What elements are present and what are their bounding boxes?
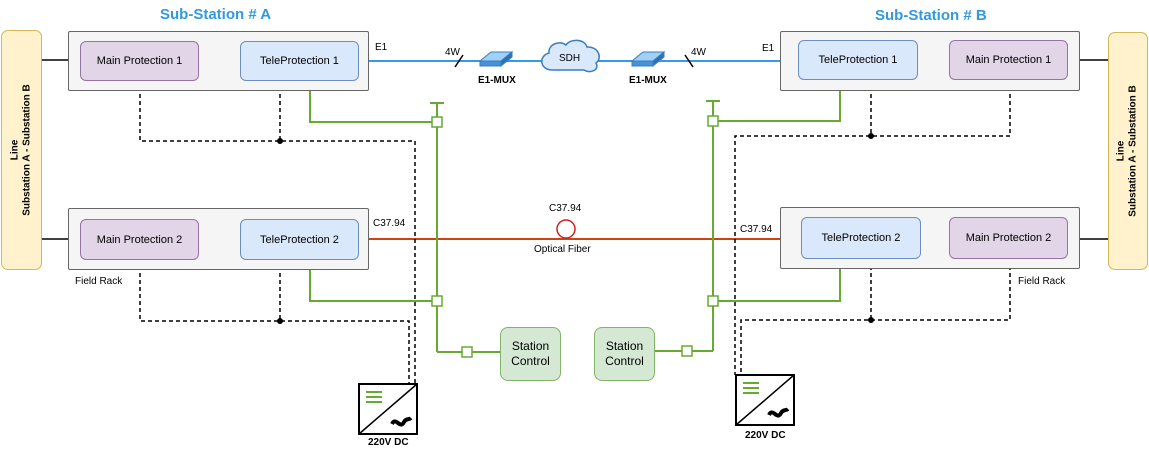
substation-a-title: Sub-Station # A xyxy=(160,6,272,23)
c3794-label-b: C37.94 xyxy=(740,224,773,235)
main-protection-1-a[interactable]: Main Protection 1 xyxy=(80,41,199,81)
e1-label-a: E1 xyxy=(375,42,388,53)
c3794-label-fiber: C37.94 xyxy=(549,203,582,214)
station-control-a-line1: Station xyxy=(511,339,550,353)
station-control-a-text: Station Control xyxy=(511,339,550,369)
field-rack-label-a: Field Rack xyxy=(75,276,123,287)
line-end-a-route: Substation A - Substation B xyxy=(21,84,33,216)
station-control-a-line2: Control xyxy=(511,354,550,368)
station-control-b-line2: Control xyxy=(605,354,644,368)
dc-label-a: 220V DC xyxy=(368,437,409,448)
junction-dot xyxy=(868,317,874,323)
control-nodes-b xyxy=(681,115,719,357)
optical-fiber-label: Optical Fiber xyxy=(534,244,591,255)
junction-dot xyxy=(868,133,874,139)
teleprotection-2-a[interactable]: TeleProtection 2 xyxy=(240,219,359,260)
dc-label-b: 220V DC xyxy=(745,430,786,441)
dc-converter-icon-b xyxy=(735,374,795,426)
sdh-cloud-icon xyxy=(541,39,600,73)
line-end-b[interactable]: Line Substation A - Substation B xyxy=(1108,32,1148,270)
line-end-b-line: Line xyxy=(1116,140,1128,162)
line-end-a-text: Line Substation A - Substation B xyxy=(10,84,34,215)
c3794-label-a: C37.94 xyxy=(373,218,406,229)
main-protection-1-b[interactable]: Main Protection 1 xyxy=(949,40,1068,80)
sdh-label: SDH xyxy=(559,53,581,64)
line-end-b-text: Line Substation A - Substation B xyxy=(1116,85,1140,216)
fiber-coil-icon xyxy=(556,219,576,239)
main-protection-2-b[interactable]: Main Protection 2 xyxy=(949,217,1068,259)
teleprotection-1-a[interactable]: TeleProtection 1 xyxy=(240,41,359,81)
control-wiring-a xyxy=(309,80,500,353)
dc-converter-icon-a xyxy=(358,383,418,435)
e1-mux-label-b: E1-MUX xyxy=(629,75,667,86)
e1-label-b: E1 xyxy=(762,43,775,54)
main-protection-2-a[interactable]: Main Protection 2 xyxy=(80,219,199,260)
four-w-label-b: 4W xyxy=(691,47,706,58)
station-control-b[interactable]: Station Control xyxy=(594,327,655,381)
station-control-b-text: Station Control xyxy=(605,339,644,369)
line-end-a-line: Line xyxy=(9,139,21,161)
teleprotection-2-b[interactable]: TeleProtection 2 xyxy=(801,217,921,259)
control-nodes-a xyxy=(431,116,473,358)
station-control-b-line1: Station xyxy=(605,339,644,353)
e1-mux-icon-b xyxy=(630,50,666,68)
line-end-a[interactable]: Line Substation A - Substation B xyxy=(1,30,42,270)
teleprotection-1-b[interactable]: TeleProtection 1 xyxy=(798,40,918,80)
junction-dot xyxy=(277,318,283,324)
substation-b-title: Sub-Station # B xyxy=(875,7,987,24)
field-rack-label-b: Field Rack xyxy=(1018,276,1066,287)
e1-mux-label-a: E1-MUX xyxy=(478,75,516,86)
e1-mux-icon-a xyxy=(478,50,514,68)
line-end-b-route: Substation A - Substation B xyxy=(1128,85,1140,217)
station-control-a[interactable]: Station Control xyxy=(500,327,561,381)
junction-dot xyxy=(277,138,283,144)
four-w-label-a: 4W xyxy=(445,47,460,58)
